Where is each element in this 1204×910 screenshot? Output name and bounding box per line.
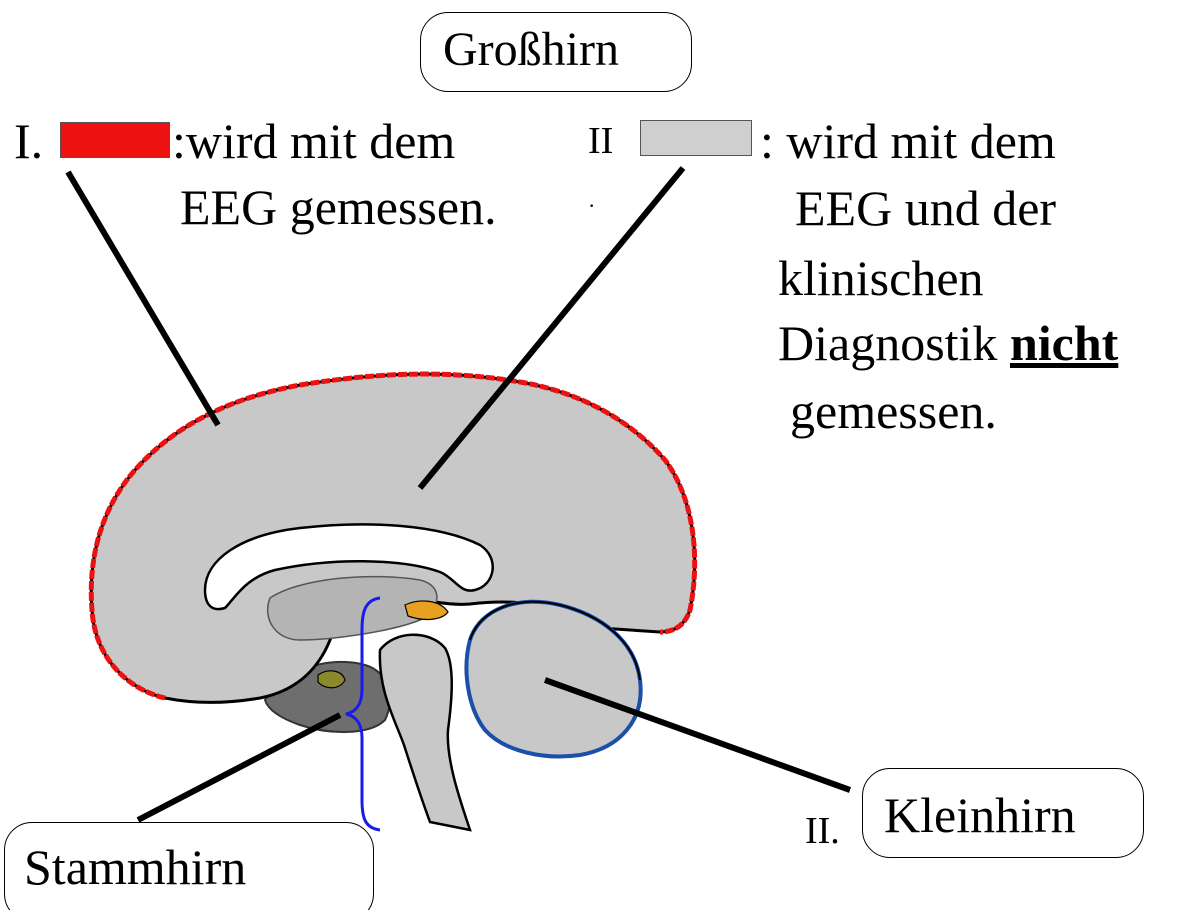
legend-i-line1: :wird mit dem bbox=[172, 116, 455, 166]
legend-i-marker: I. bbox=[14, 116, 43, 166]
brainstem bbox=[380, 635, 470, 830]
legend-ii-line3: klinischen bbox=[778, 253, 984, 303]
legend-ii-line4-prefix: Diagnostik bbox=[778, 315, 1010, 371]
stammhirn-label: Stammhirn bbox=[24, 842, 246, 892]
stray-dot: · bbox=[588, 195, 595, 217]
legend-i-swatch bbox=[60, 122, 170, 158]
legend-ii-marker: II bbox=[588, 122, 613, 160]
pointer-line-stammhirn bbox=[138, 715, 340, 820]
kleinhirn-marker: II. bbox=[805, 812, 840, 850]
legend-ii-line5: gemessen. bbox=[790, 386, 997, 436]
legend-ii-swatch bbox=[640, 120, 752, 156]
legend-i-line2: EEG gemessen. bbox=[180, 182, 497, 232]
legend-ii-line4: Diagnostik nicht bbox=[778, 318, 1118, 368]
hypophysis-accent bbox=[318, 671, 345, 688]
legend-ii-line2: EEG und der bbox=[795, 183, 1056, 233]
legend-ii-emphasis: nicht bbox=[1010, 315, 1118, 371]
kleinhirn-label: Kleinhirn bbox=[884, 790, 1076, 840]
grosshirn-label: Großhirn bbox=[443, 26, 619, 74]
legend-ii-line1: : wird mit dem bbox=[760, 116, 1056, 166]
